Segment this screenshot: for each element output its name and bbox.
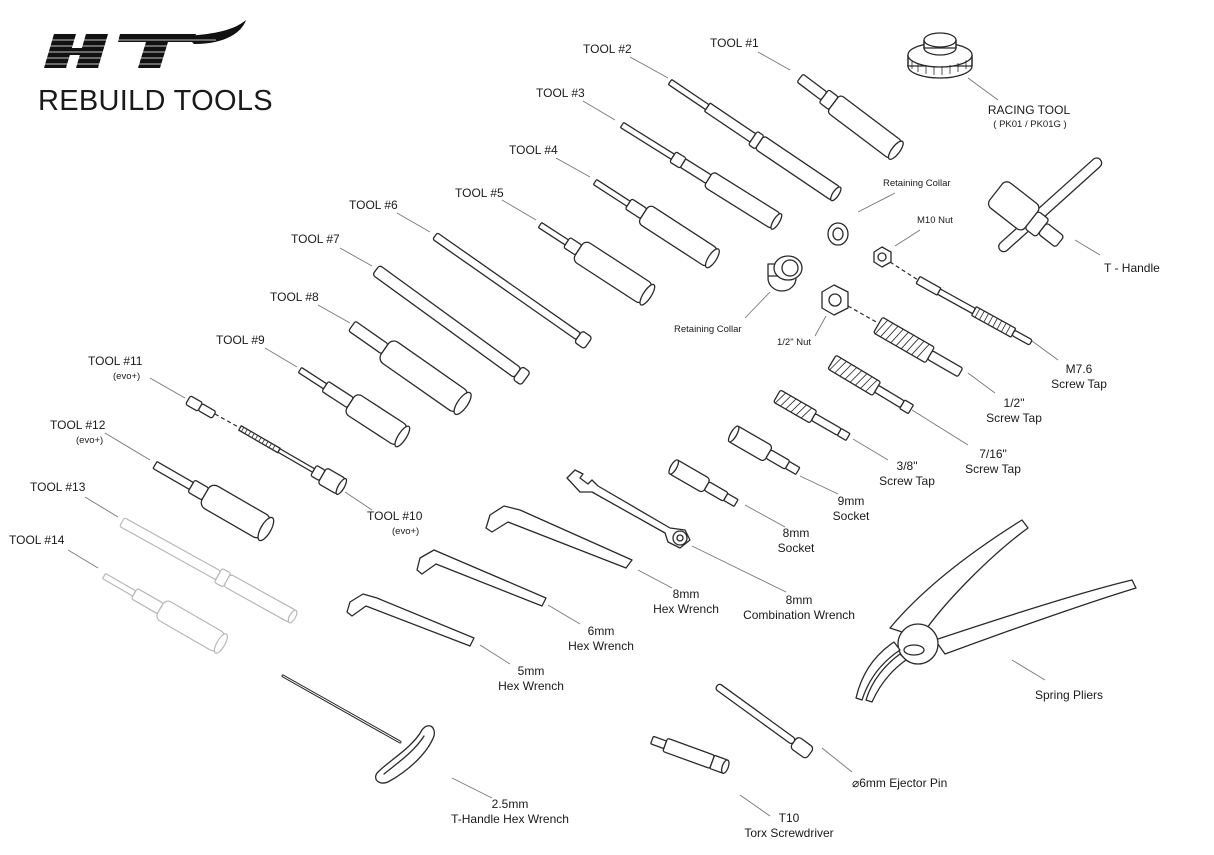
- label-tool-5: TOOL #5: [455, 186, 504, 200]
- label-half-tap-size: 1/2": [1003, 396, 1025, 410]
- label-half-tap-name: Screw Tap: [986, 411, 1042, 425]
- label-spring-pliers: Spring Pliers: [1035, 688, 1104, 702]
- tool-9-drawing: [298, 367, 411, 448]
- label-racing-tool: RACING TOOL: [987, 103, 1071, 117]
- socket-9mm-drawing: [727, 425, 801, 475]
- label-socket-9mm-name: Socket: [832, 509, 870, 523]
- label-m10-nut: M10 Nut: [917, 215, 953, 226]
- half-inch-screw-tap-drawing: [873, 317, 963, 377]
- page-title: REBUILD TOOLS: [38, 85, 273, 117]
- racing-tool-drawing: [907, 32, 973, 79]
- label-three8-tap-size: 3/8": [896, 459, 918, 473]
- tool-12-drawing: [152, 461, 275, 542]
- label-tool-2: TOOL #2: [583, 42, 632, 56]
- leader-lines: [67, 51, 1101, 817]
- tool-13-drawing: [119, 517, 298, 624]
- label-tool-8: TOOL #8: [270, 290, 319, 304]
- label-half-inch-nut: 1/2" Nut: [777, 337, 812, 348]
- combination-wrench-drawing: [566, 469, 691, 549]
- label-hex-5mm-size: 5mm: [517, 664, 545, 678]
- m10-nut-drawing: [873, 246, 892, 268]
- label-socket-8mm-name: Socket: [777, 541, 815, 555]
- label-m76-tap-name: Screw Tap: [1051, 377, 1107, 391]
- tool-4-drawing: [593, 179, 720, 269]
- label-hex-6mm-size: 6mm: [587, 624, 615, 638]
- label-retaining-collar-bottom: Retaining Collar: [674, 324, 742, 335]
- label-tool-13: TOOL #13: [30, 480, 86, 494]
- label-tool-10-note: (evo+): [392, 526, 420, 537]
- tool-7-drawing: [373, 265, 530, 385]
- three-eighths-screw-tap-drawing: [773, 390, 851, 441]
- label-socket-8mm-size: 8mm: [782, 526, 810, 540]
- label-tool-7: TOOL #7: [291, 232, 340, 246]
- spring-pliers-drawing: [855, 519, 1137, 703]
- hex-wrench-5mm-drawing: [346, 593, 475, 647]
- half-inch-nut-drawing: [821, 284, 849, 316]
- label-hex-6mm-name: Hex Wrench: [568, 639, 634, 653]
- label-tool-9: TOOL #9: [216, 333, 265, 347]
- tool-14-drawing: [102, 573, 229, 654]
- label-tool-11-note: (evo+): [113, 371, 141, 382]
- hex-wrench-8mm-drawing: [485, 505, 633, 569]
- label-three8-tap-name: Screw Tap: [879, 474, 935, 488]
- tool-11-drawing: [185, 395, 216, 419]
- torx-screwdriver-drawing: [650, 735, 730, 774]
- label-hex-5mm-name: Hex Wrench: [498, 679, 564, 693]
- label-t-handle: T - Handle: [1104, 261, 1160, 275]
- tool-2-drawing: [668, 79, 842, 202]
- label-combo-8mm-size: 8mm: [785, 593, 813, 607]
- label-m76-tap-size: M7.6: [1065, 362, 1093, 376]
- label-tool-14: TOOL #14: [9, 533, 65, 547]
- socket-8mm-drawing: [668, 459, 739, 507]
- label-socket-9mm-size: 9mm: [837, 494, 865, 508]
- tool-1-drawing: [797, 74, 904, 160]
- m76-screw-tap-drawing: [915, 276, 1033, 346]
- retaining-collar-bottom-drawing: [767, 255, 803, 292]
- label-ejector-pin: ⌀6mm Ejector Pin: [852, 776, 948, 790]
- label-thandle-hex-name: T-Handle Hex Wrench: [451, 812, 569, 826]
- label-tool-12-note: (evo+): [76, 435, 104, 446]
- t-handle-hex-wrench-drawing: [281, 674, 435, 784]
- label-tool-1: TOOL #1: [710, 36, 759, 50]
- tool-3-drawing: [620, 122, 783, 230]
- t-handle-drawing: [987, 157, 1103, 253]
- label-torx-size: T10: [778, 811, 800, 825]
- tool-5-drawing: [538, 222, 656, 306]
- label-tool-10: TOOL #10: [367, 509, 423, 523]
- label-hex-8mm-size: 8mm: [672, 587, 700, 601]
- label-torx-name: Torx Screwdriver: [744, 826, 834, 840]
- label-seven16-tap-name: Screw Tap: [965, 462, 1021, 476]
- hex-wrench-6mm-drawing: [416, 549, 547, 607]
- label-retaining-collar-top: Retaining Collar: [883, 178, 951, 189]
- tool-8-drawing: [348, 321, 472, 416]
- label-tool-11: TOOL #11: [88, 354, 143, 368]
- label-hex-8mm-name: Hex Wrench: [653, 602, 719, 616]
- retaining-collar-top-drawing: [827, 222, 849, 246]
- ejector-pin-drawing: [715, 683, 814, 759]
- ht-logo-icon: [40, 20, 246, 68]
- tool-10-drawing: [238, 425, 348, 496]
- label-thandle-hex-size: 2.5mm: [491, 797, 529, 811]
- label-tool-12: TOOL #12: [50, 418, 106, 432]
- label-racing-tool-note: ( PK01 / PK01G ): [993, 119, 1067, 130]
- tool-6-drawing: [432, 232, 592, 349]
- label-seven16-tap-size: 7/16": [979, 447, 1007, 461]
- label-combo-8mm-name: Combination Wrench: [743, 608, 855, 622]
- label-tool-3: TOOL #3: [536, 86, 585, 100]
- label-tool-4: TOOL #4: [509, 143, 558, 157]
- seven-sixteenths-screw-tap-drawing: [827, 355, 914, 414]
- label-tool-6: TOOL #6: [349, 198, 398, 212]
